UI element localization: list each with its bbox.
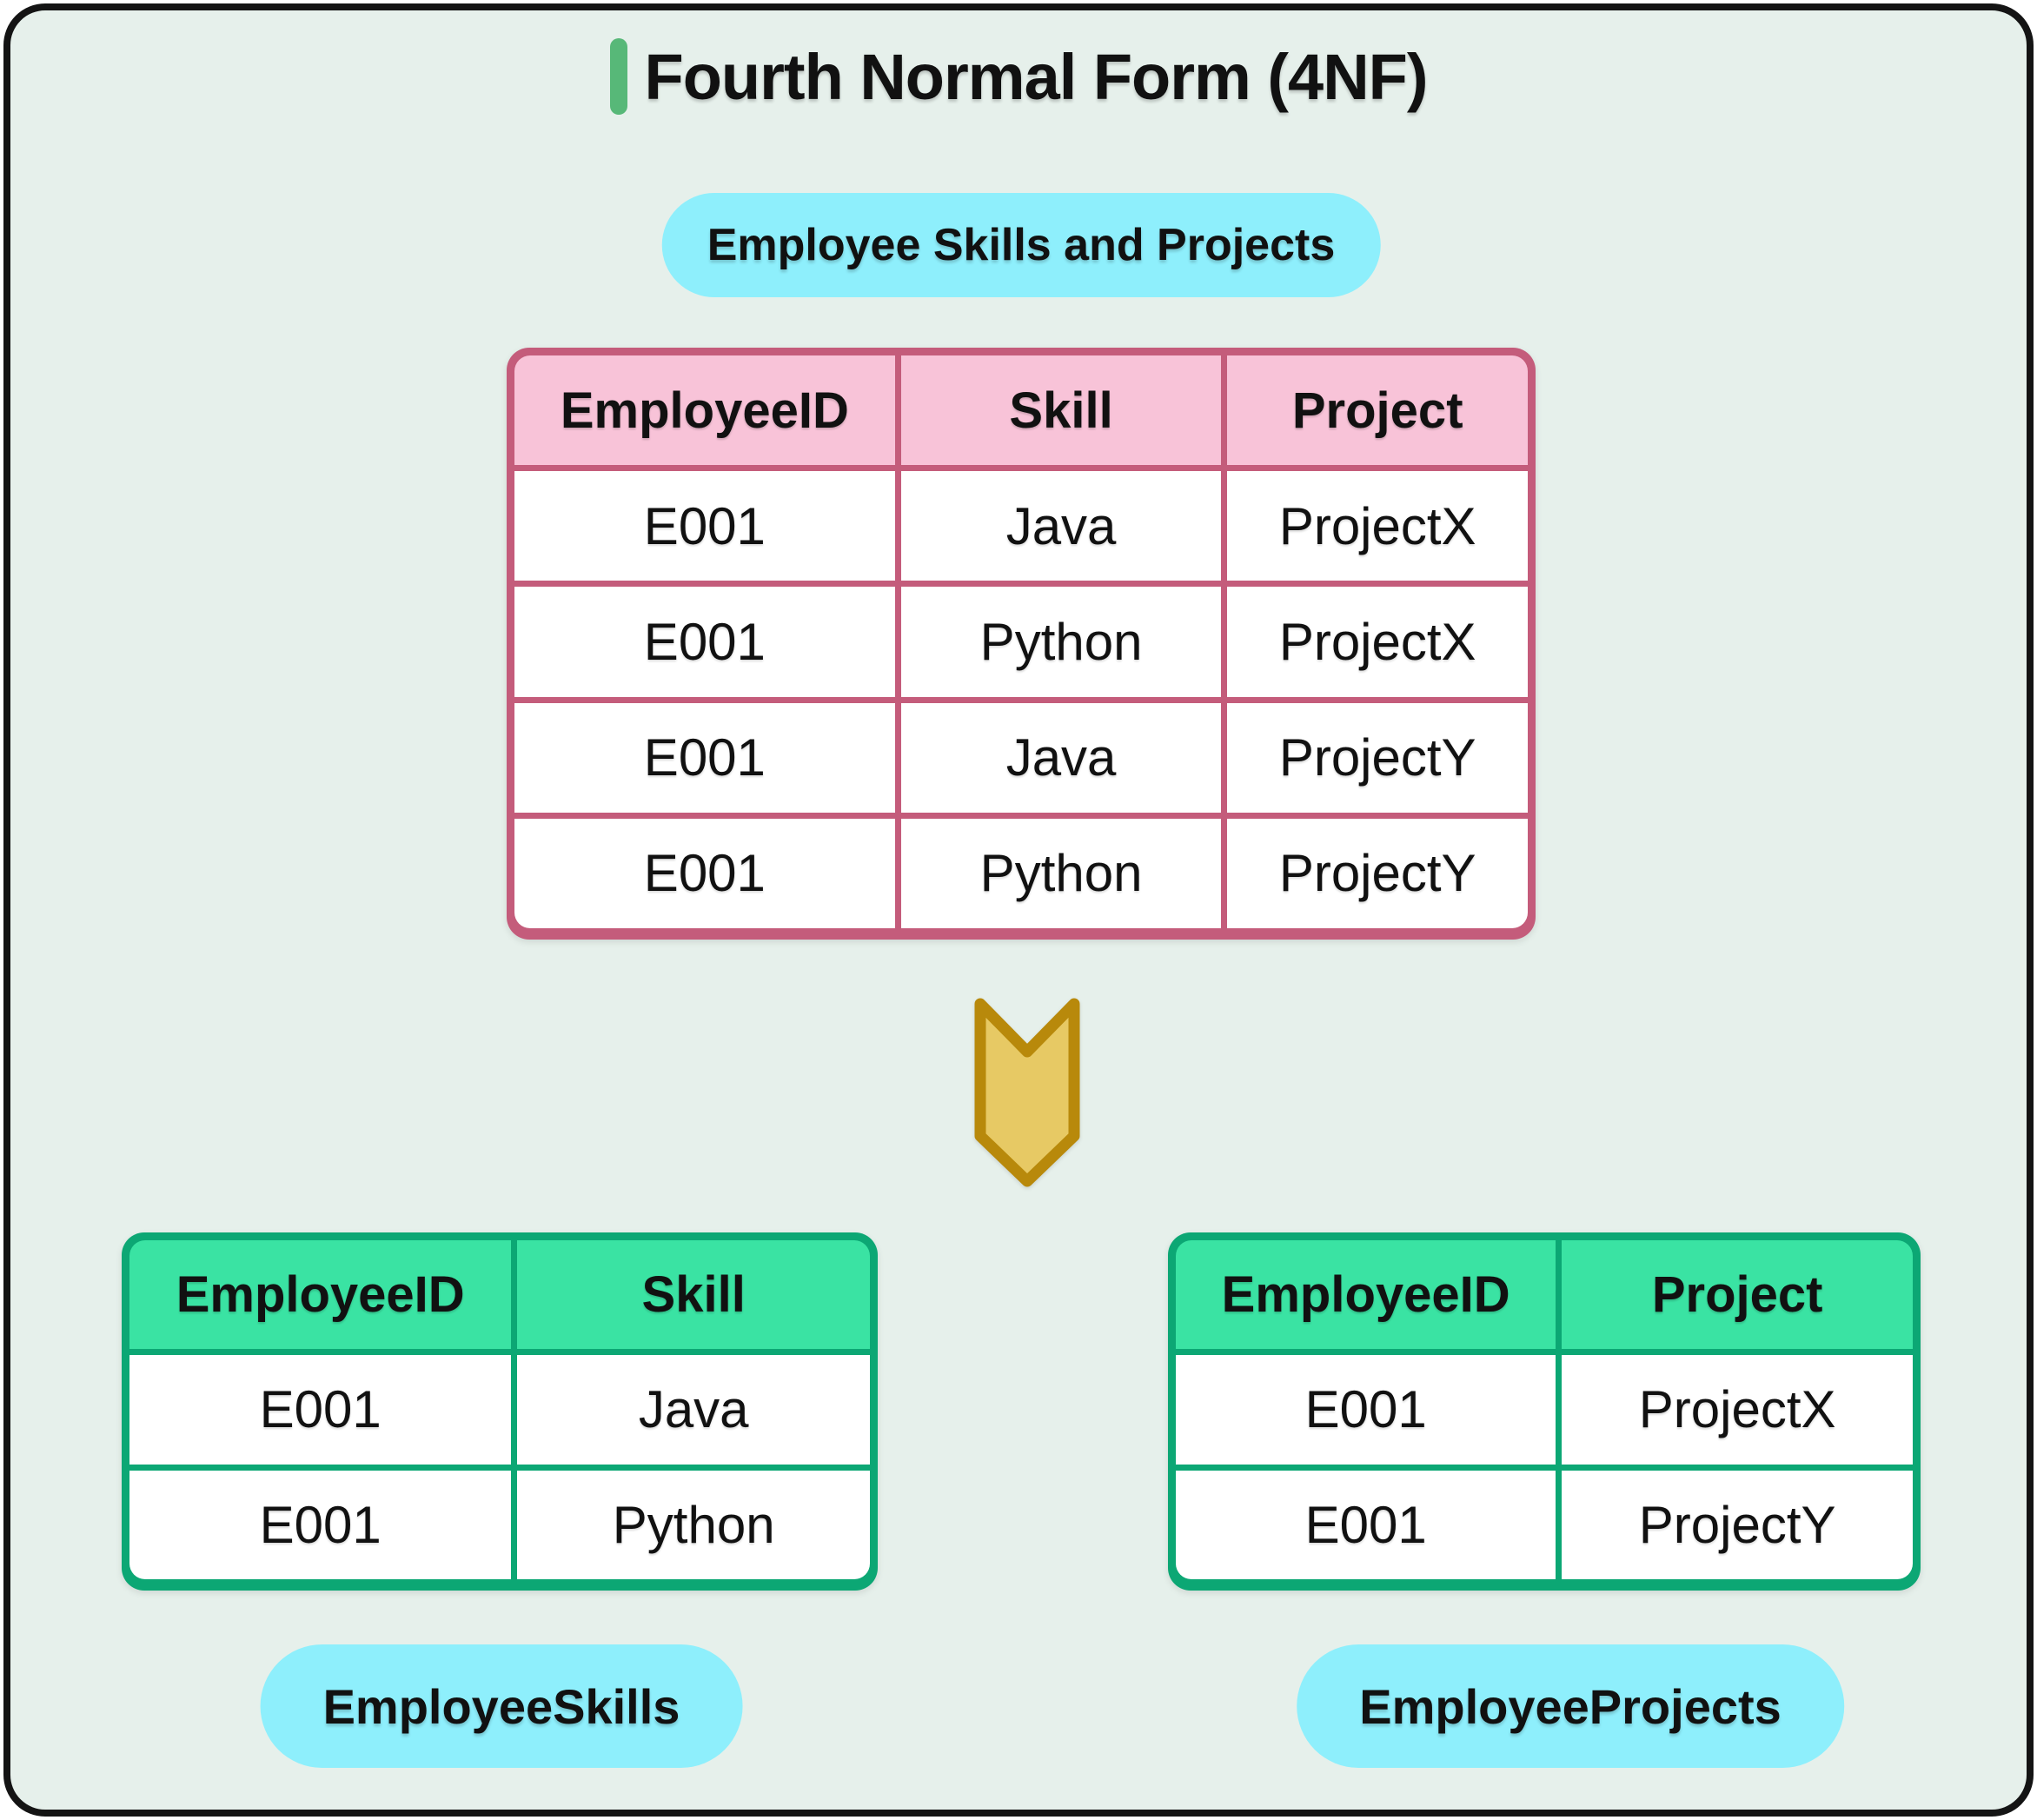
table-cell: E001 bbox=[514, 471, 895, 581]
table-cell: ProjectX bbox=[1227, 471, 1528, 581]
table-header-cell: Project bbox=[1562, 1240, 1913, 1350]
employee-projects-table: EmployeeID Project E001 ProjectX E001 Pr… bbox=[1168, 1232, 1921, 1591]
table-cell: ProjectY bbox=[1227, 818, 1528, 928]
decomposition-arrow bbox=[972, 996, 1082, 1193]
table-header-cell: Skill bbox=[517, 1240, 870, 1350]
table-header-cell: Skill bbox=[900, 355, 1222, 466]
table-cell: Python bbox=[900, 818, 1222, 928]
table-header-cell: Project bbox=[1227, 355, 1528, 466]
unnormalized-table: EmployeeID Skill Project E001 Java Proje… bbox=[507, 348, 1536, 940]
table-cell: E001 bbox=[514, 818, 895, 928]
title-accent-bar bbox=[609, 38, 627, 115]
table-cell: Python bbox=[900, 587, 1222, 697]
table-header-cell: EmployeeID bbox=[1176, 1240, 1556, 1350]
table-cell: E001 bbox=[129, 1470, 512, 1579]
table-cell: E001 bbox=[1176, 1355, 1556, 1465]
table-header-cell: EmployeeID bbox=[129, 1240, 512, 1350]
employee-projects-badge: EmployeeProjects bbox=[1297, 1644, 1844, 1768]
table-cell: ProjectY bbox=[1562, 1470, 1913, 1579]
top-table-label-badge: Employee Skills and Projects bbox=[661, 193, 1381, 297]
title-row: Fourth Normal Form (4NF) bbox=[0, 38, 2037, 115]
table-cell: Java bbox=[517, 1355, 870, 1465]
employee-skills-badge: EmployeeSkills bbox=[260, 1644, 743, 1768]
table-cell: E001 bbox=[514, 587, 895, 697]
table-header-cell: EmployeeID bbox=[514, 355, 895, 466]
table-cell: Java bbox=[900, 702, 1222, 813]
table-cell: E001 bbox=[514, 702, 895, 813]
down-chevron-arrow-icon bbox=[974, 998, 1080, 1187]
table-cell: Python bbox=[517, 1470, 870, 1579]
table-cell: E001 bbox=[129, 1355, 512, 1465]
page-title: Fourth Normal Form (4NF) bbox=[644, 40, 1429, 113]
table-cell: ProjectX bbox=[1562, 1355, 1913, 1465]
table-cell: ProjectY bbox=[1227, 702, 1528, 813]
table-cell: Java bbox=[900, 471, 1222, 581]
employee-skills-table: EmployeeID Skill E001 Java E001 Python bbox=[122, 1232, 878, 1591]
table-cell: ProjectX bbox=[1227, 587, 1528, 697]
table-cell: E001 bbox=[1176, 1470, 1556, 1579]
